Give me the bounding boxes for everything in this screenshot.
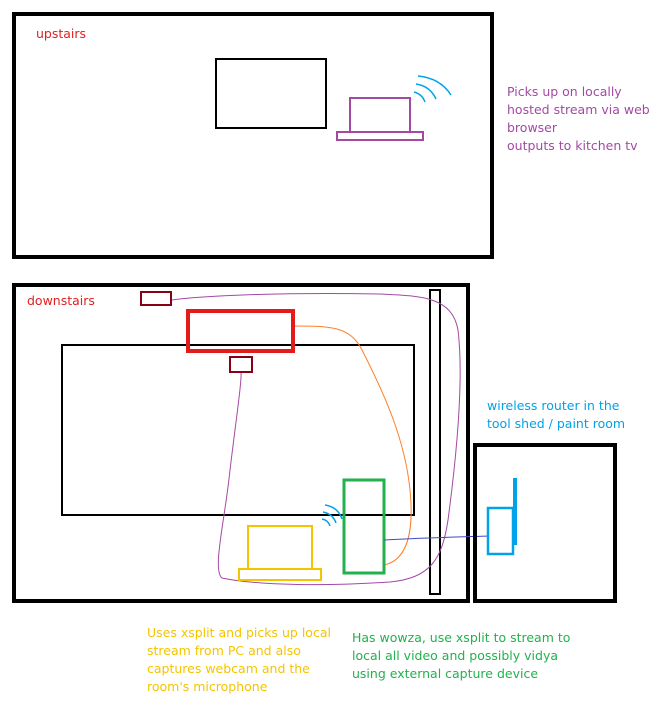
red-device [186,309,295,353]
annotation-line: room's microphone [147,679,268,694]
yellow-laptop-screen [247,525,313,570]
downstairs-wifi-icon [321,504,343,527]
purple-cable [171,292,461,586]
dark-red-device-bottom [229,356,253,373]
upstairs-laptop-screen [349,97,411,133]
yellow-laptop-annotation: Uses xsplit and picks up local stream fr… [147,625,335,694]
annotation-line: browser [507,120,558,135]
yellow-laptop [238,525,322,581]
annotation-line: Uses xsplit and picks up local [147,625,331,640]
annotation-line: captures webcam and the [147,661,310,676]
tool-shed-room [473,443,617,603]
upstairs-laptop-base [336,131,424,141]
annotation-line: tool shed / paint room [487,416,625,431]
annotation-line: Has wowza, use xsplit to stream to [352,630,570,645]
upstairs-room [12,12,494,259]
upstairs-laptop [336,97,424,141]
annotation-line: stream from PC and also [147,643,301,658]
annotation-line: Picks up on locally [507,84,622,99]
blue-cable [383,535,489,541]
router-body [486,506,515,556]
annotation-line: outputs to kitchen tv [507,138,638,153]
annotation-line: wireless router in the [487,398,620,413]
orange-cable [292,325,412,566]
wireless-router [486,478,517,556]
downstairs-room [12,283,470,603]
yellow-laptop-base [238,568,322,581]
annotation-line: using external capture device [352,666,538,681]
downstairs-table [61,344,415,516]
green-pc [342,478,386,575]
upstairs-label: upstairs [36,26,86,41]
annotation-line: local all video and possibly vidya [352,648,558,663]
upstairs-tv [215,58,327,129]
downstairs-label: downstairs [27,293,95,308]
router-annotation: wireless router in the tool shed / paint… [487,398,625,431]
upstairs-laptop-annotation: Picks up on locally hosted stream via we… [507,84,654,153]
annotation-line: hosted stream via web [507,102,650,117]
downstairs-shelf [429,289,441,595]
upstairs-wifi-icon [413,75,452,103]
green-pc-annotation: Has wowza, use xsplit to stream to local… [352,630,574,681]
dark-red-device-top [140,291,172,306]
